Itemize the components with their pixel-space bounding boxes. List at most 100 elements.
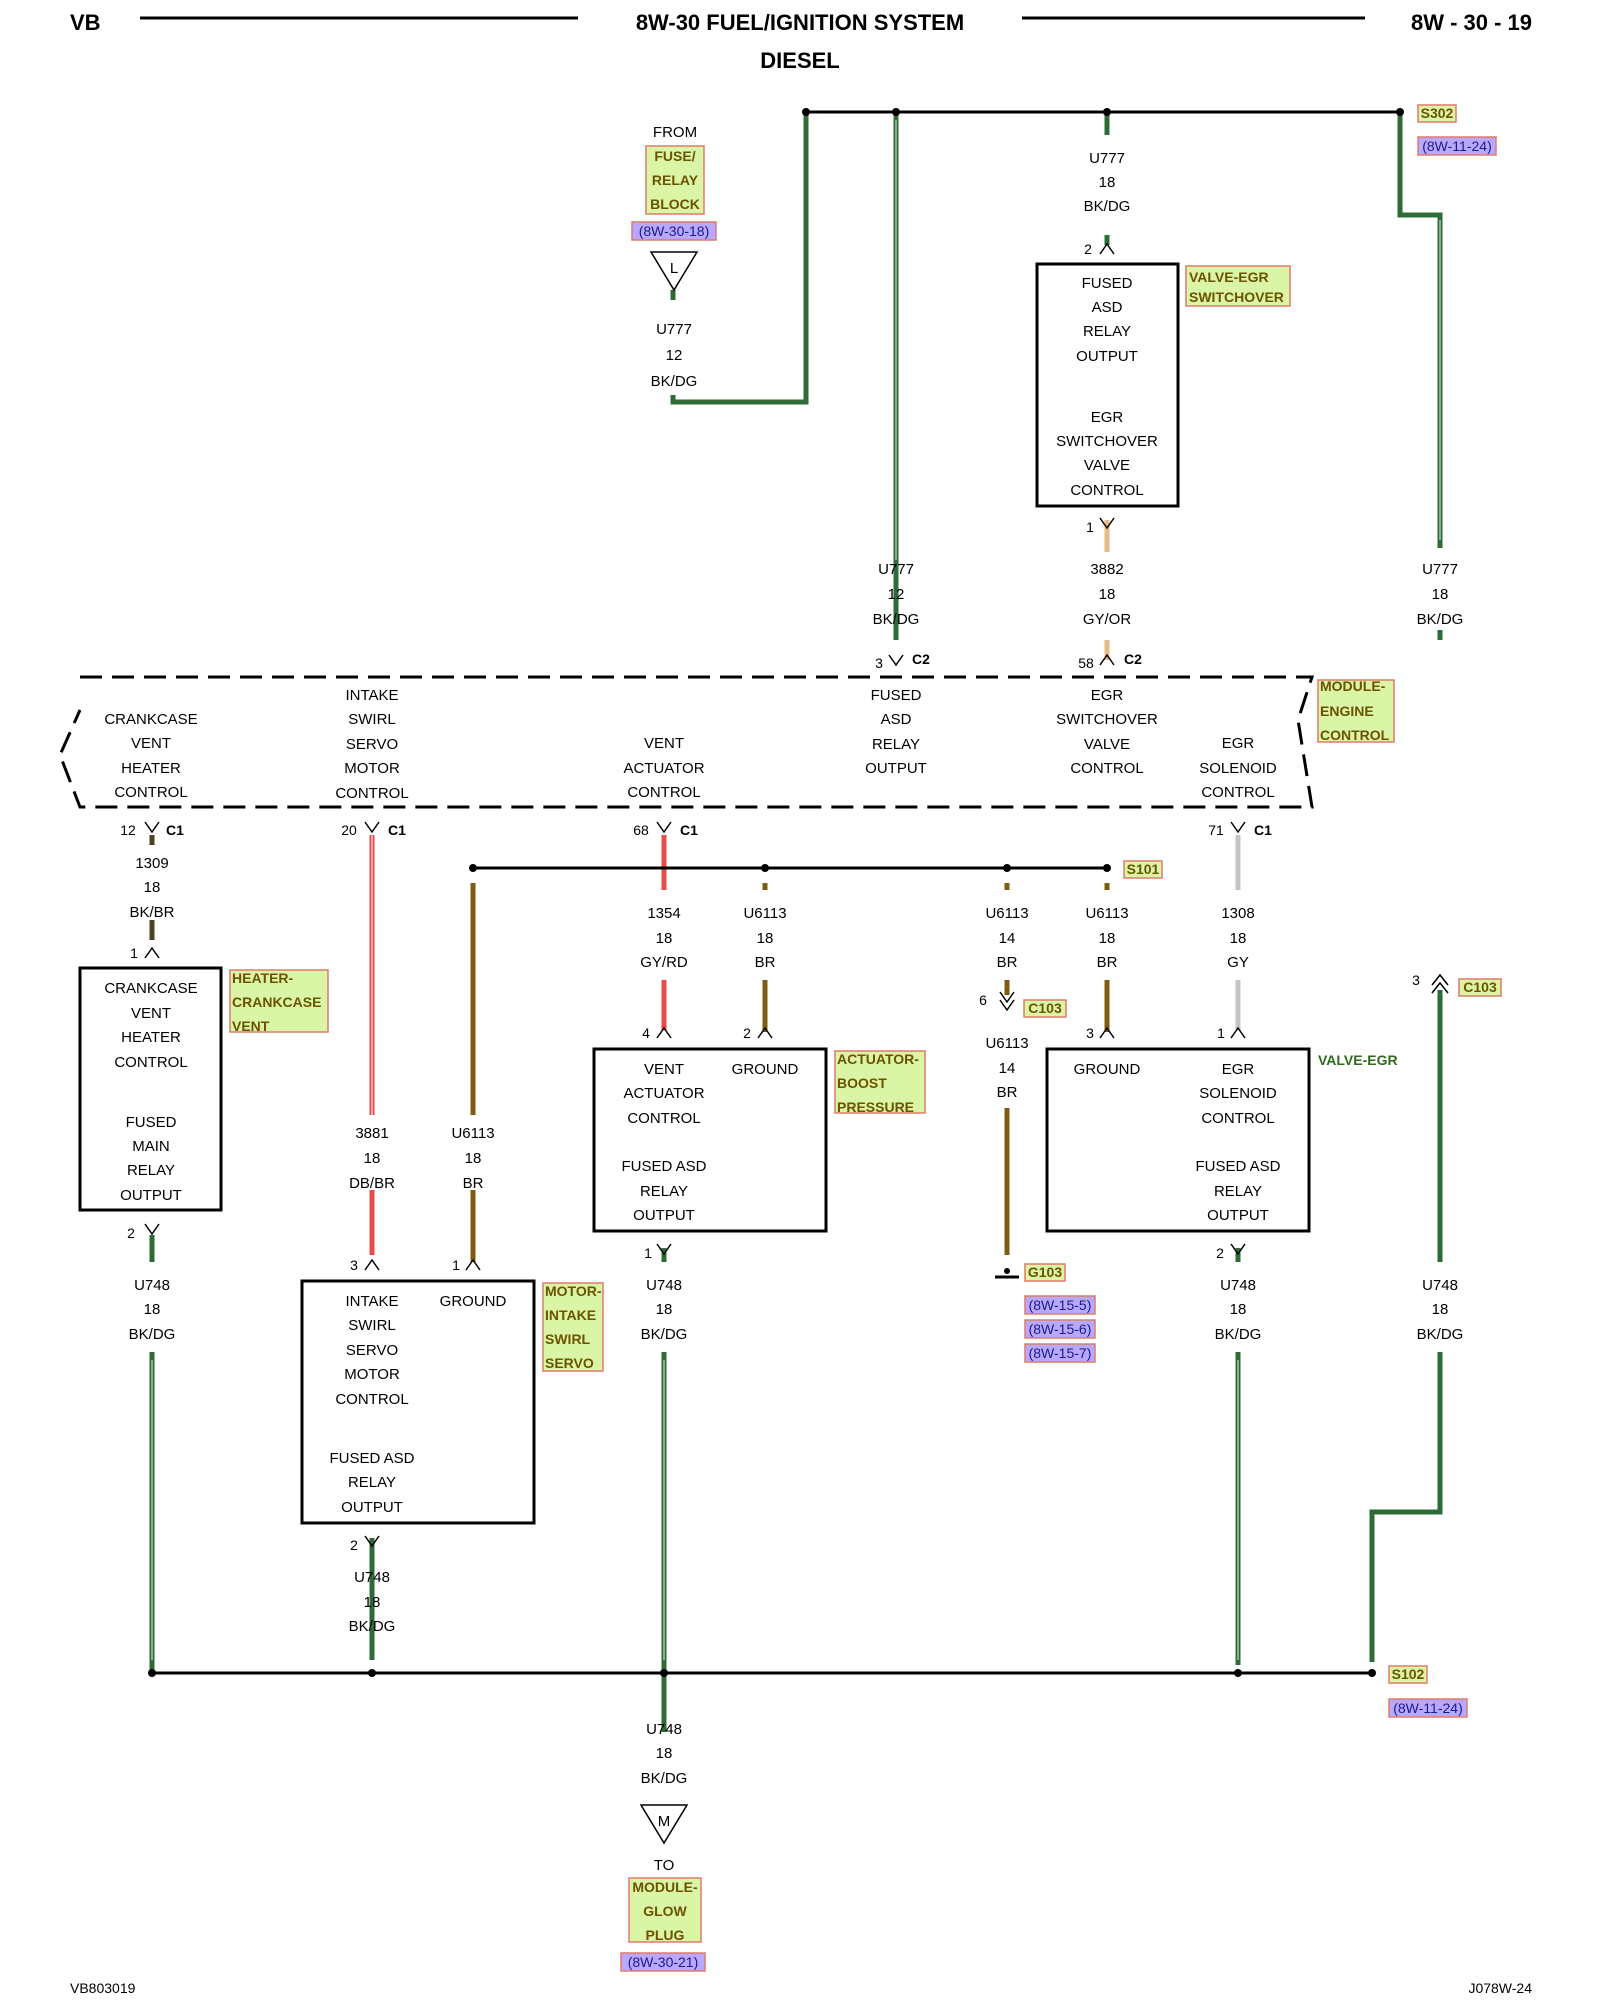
box-text: FUSED ASD — [1195, 1158, 1280, 1175]
wire-code: U6113 — [1085, 905, 1128, 922]
splice-label: S101 — [1127, 861, 1160, 877]
component-name: MOTOR- — [545, 1283, 602, 1299]
connector-id: C2 — [912, 651, 930, 667]
wire-gauge: 18 — [656, 930, 673, 947]
inline-connector-icon — [1431, 973, 1449, 994]
s302-ref-link[interactable]: (8W-11-24) — [1422, 138, 1492, 154]
wire-gauge: 18 — [1230, 1301, 1247, 1318]
wire-color: BK/BR — [129, 904, 174, 921]
pin-number: 1 — [130, 945, 138, 961]
wire-gauge: 18 — [757, 930, 774, 947]
box-text: GROUND — [1074, 1061, 1141, 1078]
wire-gauge: 18 — [144, 1301, 161, 1318]
fuse-relay-block-source: FROM FUSE/ RELAY BLOCK (8W-30-18) L U777… — [631, 124, 717, 390]
connector-id: C103 — [1028, 1000, 1062, 1016]
connector-L-label: L — [670, 260, 678, 277]
wire-gauge: 18 — [656, 1745, 673, 1762]
heater-crankcase-vent: 1 CRANKCASE VENT HEATER CONTROL FUSED MA… — [78, 945, 329, 1241]
box-text: ASD — [1092, 299, 1123, 316]
component-name: PRESSURE — [837, 1099, 914, 1115]
pin-number: 2 — [1216, 1245, 1224, 1261]
header-subtitle: DIESEL — [760, 48, 839, 73]
box-text: RELAY — [640, 1183, 688, 1200]
box-text: FUSED ASD — [621, 1158, 706, 1175]
pin-number: 12 — [120, 822, 136, 838]
ecm-func: SWIRL — [348, 711, 396, 728]
box-text: SWITCHOVER — [1056, 433, 1158, 450]
box-text: GROUND — [732, 1061, 799, 1078]
component-name: VALVE-EGR — [1318, 1052, 1398, 1068]
s102-ref-link[interactable]: (8W-11-24) — [1393, 1700, 1463, 1716]
connector-M-icon — [639, 1804, 689, 1845]
glow-module-ref-link[interactable]: (8W-30-21) — [628, 1954, 699, 1970]
wire-color: BR — [997, 954, 1018, 971]
bottom-section: U748 18 BK/DG U748 18 BK/DG U748 18 BK/D… — [129, 1277, 1468, 1972]
page-header: VB 8W-30 FUEL/IGNITION SYSTEM DIESEL 8W … — [70, 10, 1532, 73]
box-text: RELAY — [127, 1162, 175, 1179]
fuse-block-ref[interactable]: (8W-30-18) — [639, 223, 710, 239]
box-text: FUSED ASD — [329, 1450, 414, 1467]
to-label: TO — [654, 1857, 675, 1874]
splice-label: S302 — [1421, 105, 1454, 121]
ground-ref-link[interactable]: (8W-15-6) — [1029, 1321, 1092, 1337]
component-name: SERVO — [545, 1355, 594, 1371]
component-name: ACTUATOR- — [837, 1051, 919, 1067]
wire-gauge: 18 — [1432, 586, 1449, 603]
header-title: 8W-30 FUEL/IGNITION SYSTEM — [636, 10, 964, 35]
pin-number: 1 — [1086, 519, 1094, 535]
middle-wire-labels: 1309 18 BK/BR 3881 18 DB/BR U6113 18 BR … — [129, 855, 1502, 1363]
valve-egr: 3 1 GROUND EGR SOLENOID CONTROL FUSED AS… — [1045, 1025, 1398, 1261]
component-name: INTAKE — [545, 1307, 596, 1323]
pin-number: 3 — [875, 655, 883, 671]
wire-code: U748 — [646, 1277, 682, 1294]
box-text: FUSED — [126, 1114, 177, 1131]
wire-color: BK/DG — [1215, 1326, 1262, 1343]
box-text: EGR — [1222, 1061, 1255, 1078]
wire-color: BK/DG — [873, 611, 920, 628]
inline-connector-icon — [999, 991, 1015, 1012]
wire-code: 1308 — [1221, 905, 1254, 922]
wire-color: BK/DG — [641, 1770, 688, 1787]
wire-code: 3881 — [355, 1125, 388, 1142]
pin-number: 71 — [1208, 822, 1224, 838]
box-text: OUTPUT — [1207, 1207, 1269, 1224]
box-text: VALVE — [1084, 457, 1130, 474]
pin-number: 2 — [743, 1025, 751, 1041]
ecm-func: RELAY — [872, 736, 920, 753]
wire-code: U6113 — [451, 1125, 494, 1142]
pin-number: 3 — [1412, 972, 1420, 988]
box-text: CONTROL — [335, 1391, 408, 1408]
connector-id: C1 — [388, 822, 406, 838]
box-text: FUSED — [1082, 275, 1133, 292]
wire-code: U777 — [656, 321, 692, 338]
footer-left: VB803019 — [70, 1980, 136, 1996]
ground-ref-link[interactable]: (8W-15-5) — [1029, 1297, 1092, 1313]
box-text: RELAY — [1214, 1183, 1262, 1200]
wire-color: BR — [755, 954, 776, 971]
module-name: MODULE- — [632, 1879, 698, 1895]
header-page-number: 8W - 30 - 19 — [1411, 10, 1532, 35]
header-left: VB — [70, 10, 101, 35]
box-text: SWIRL — [348, 1317, 396, 1334]
fuse-block-line-1: FUSE/ — [654, 148, 695, 164]
ground-ref-link[interactable]: (8W-15-7) — [1029, 1345, 1092, 1361]
ecm-func: ACTUATOR — [623, 760, 704, 777]
pin-number: 58 — [1078, 655, 1094, 671]
wire-color: GY — [1227, 954, 1249, 971]
ground-label: G103 — [1028, 1264, 1062, 1280]
ecm-func: CONTROL — [1070, 760, 1143, 777]
ecm-func: SWITCHOVER — [1056, 711, 1158, 728]
pin-number: 2 — [127, 1225, 135, 1241]
connector-id: C1 — [166, 822, 184, 838]
connector-M-label: M — [658, 1813, 671, 1830]
wire-color: BR — [997, 1084, 1018, 1101]
box-text: ACTUATOR — [623, 1085, 704, 1102]
pin-number: 1 — [1217, 1025, 1225, 1041]
component-name: VALVE-EGR — [1189, 269, 1269, 285]
box-text: CONTROL — [1201, 1110, 1274, 1127]
box-text: HEATER — [121, 1029, 181, 1046]
ecm-func: VENT — [131, 735, 171, 752]
ecm-func: FUSED — [871, 687, 922, 704]
wire-color: BR — [463, 1175, 484, 1192]
connector-female-icon — [1099, 242, 1115, 255]
